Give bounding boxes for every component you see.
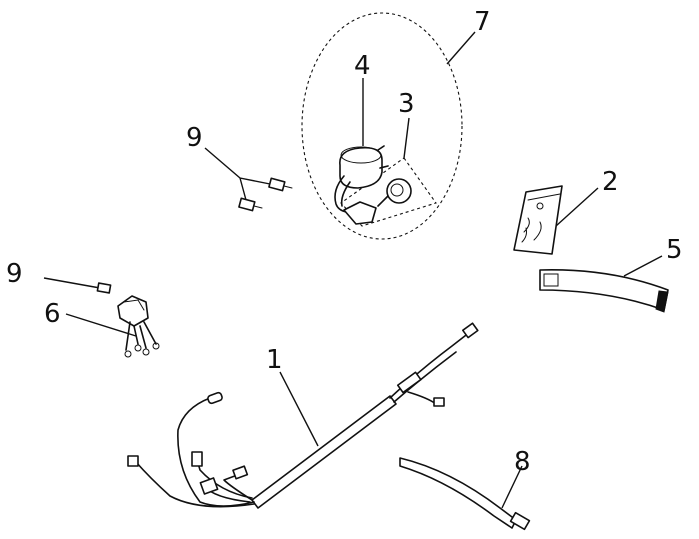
tape-end-black [655, 290, 669, 313]
callout-8: 8 [514, 447, 531, 477]
spark-cap-boundary [340, 157, 437, 227]
screw-left [96, 282, 112, 294]
cable-tie-8 [399, 457, 531, 531]
leader-2 [555, 187, 599, 227]
callout-1: 1 [266, 345, 283, 375]
group-7-boundary [301, 12, 463, 240]
screws-9-upper [204, 147, 293, 212]
callout-4: 4 [354, 51, 371, 81]
ignition-coil-4 [334, 145, 389, 213]
callout-7: 7 [474, 7, 491, 37]
screw-upper-left [238, 197, 263, 212]
pouch-2 [513, 185, 599, 255]
callout-2: 2 [602, 167, 619, 197]
screw-upper-right [268, 177, 293, 192]
callout-6: 6 [44, 299, 61, 329]
callout-5: 5 [666, 235, 683, 265]
leader-8 [501, 465, 523, 509]
spark-plug-cap-3 [343, 178, 412, 225]
callout-9-upper: 9 [186, 123, 203, 153]
relay-6 [43, 277, 160, 358]
callout-9-left: 9 [6, 259, 23, 289]
leader-7 [446, 31, 476, 65]
leader-6 [65, 313, 137, 337]
callout-3: 3 [398, 89, 415, 119]
wiring-harness-1 [127, 322, 479, 509]
leader-5 [623, 255, 663, 277]
leader-3 [403, 117, 410, 159]
ignition-coil-group-7 [301, 12, 476, 240]
leader-1 [279, 371, 319, 447]
tape-5 [539, 255, 669, 313]
